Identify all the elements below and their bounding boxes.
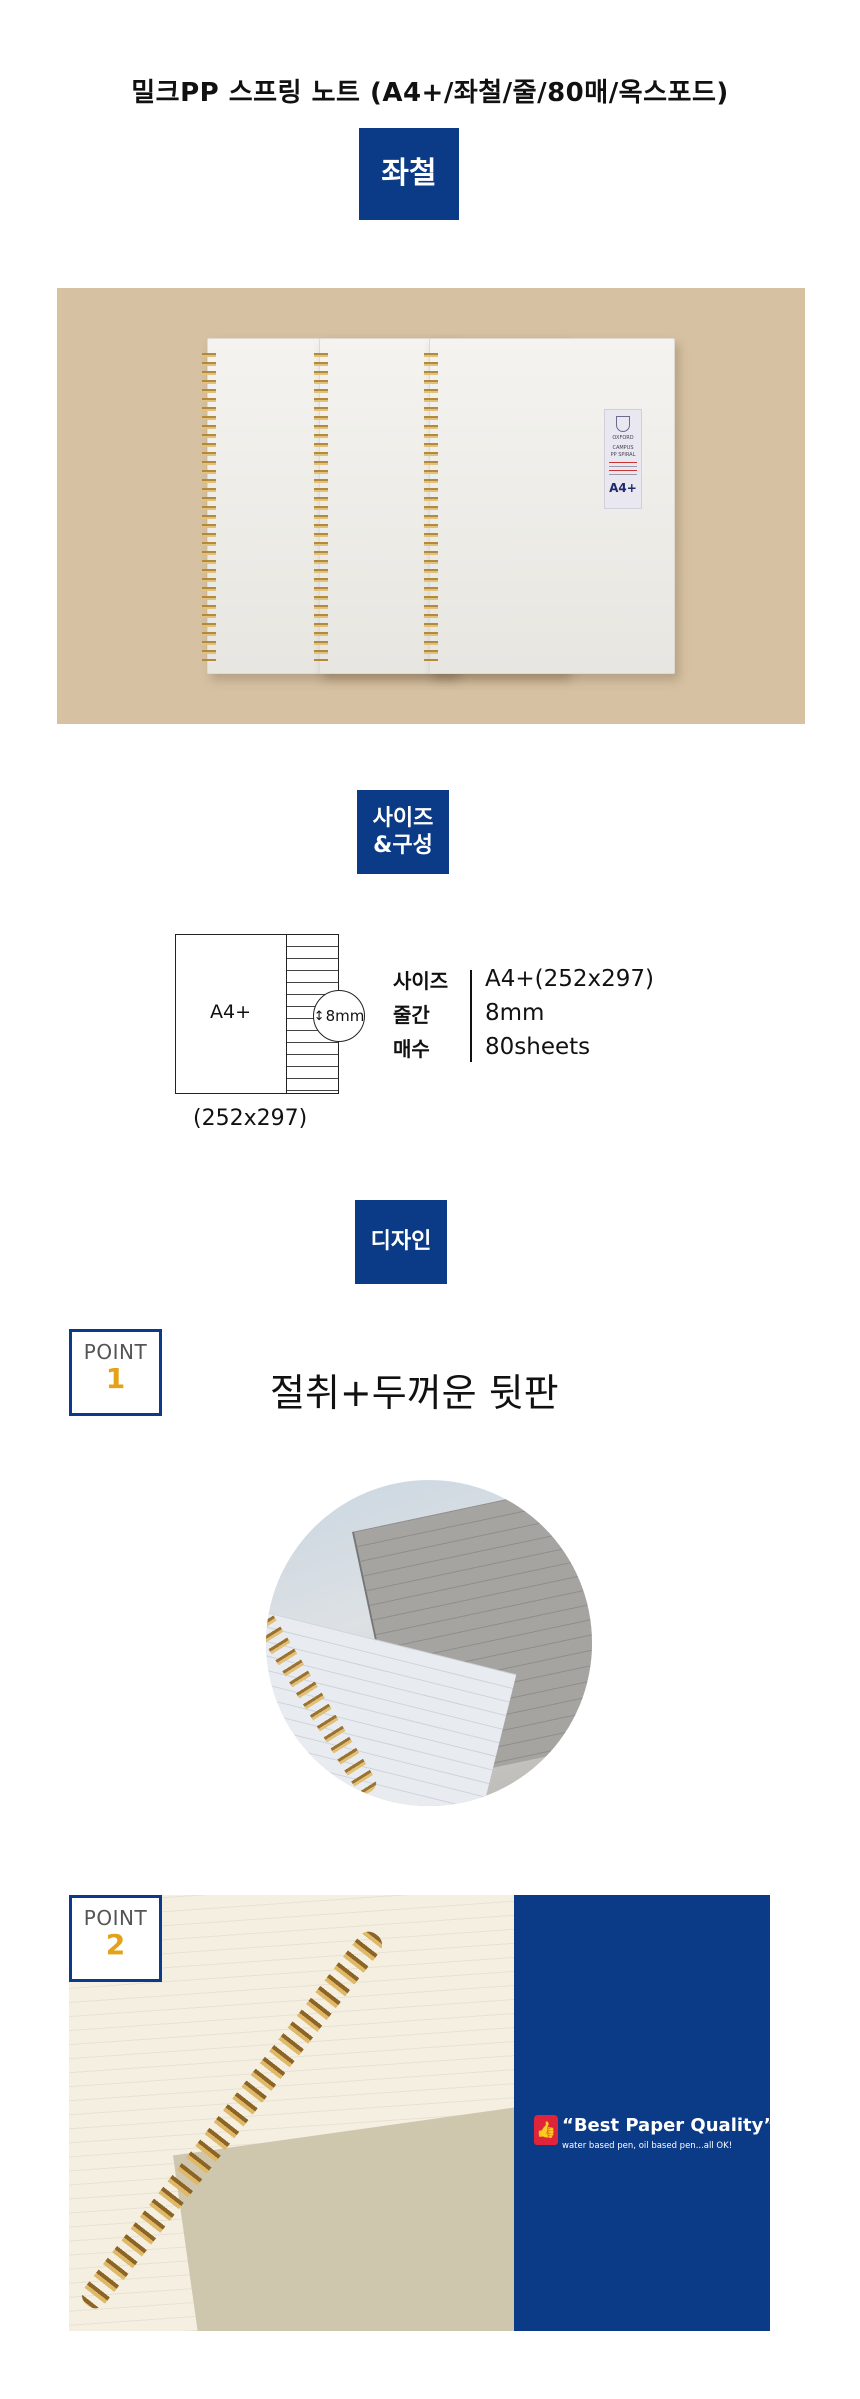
- size-badge-line1: 사이즈: [372, 805, 434, 831]
- sheet-dimensions: (252x297): [193, 1106, 308, 1131]
- spec-label-size: 사이즈: [393, 969, 449, 993]
- spec-value-size: A4+(252x297): [485, 966, 654, 992]
- ruling-callout: 8mm: [325, 1007, 365, 1025]
- point2-number: 2: [105, 1928, 126, 1961]
- notebook-cover-label: OXFORD CAMPUS PP SPIRAL A4+: [604, 409, 642, 509]
- crest-icon: [616, 416, 630, 432]
- ruling-arrow-icon: ↕: [313, 1008, 325, 1024]
- size-diagram: A4+ ↕ 8mm (252x297) 사이즈 줄간 매수 A4+(252x29…: [175, 934, 695, 1134]
- thumbs-up-icon: 👍: [534, 2115, 558, 2145]
- page-title: 밀크PP 스프링 노트 (A4+/좌철/줄/80매/옥스포드): [131, 78, 729, 108]
- sheet-label: A4+: [210, 1001, 252, 1023]
- paper-photo: 👍 “Best Paper Quality” water based pen, …: [69, 1895, 770, 2331]
- sheet-outline: A4+: [175, 934, 339, 1094]
- label-size: A4+: [609, 481, 637, 495]
- quality-title: “Best Paper Quality”: [562, 2115, 770, 2136]
- spec-divider: [470, 970, 472, 1062]
- point1-badge: POINT 1: [69, 1329, 162, 1416]
- label-brand: OXFORD: [612, 435, 634, 441]
- binding-badge-label: 좌철: [381, 156, 437, 192]
- point2-badge: POINT 2: [69, 1895, 162, 1982]
- binding-badge: 좌철: [359, 128, 459, 220]
- spec-labels: 사이즈 줄간 매수: [393, 964, 448, 1066]
- spec-values: A4+(252x297) 8mm 80sheets: [485, 962, 654, 1064]
- label-line1: CAMPUS: [612, 445, 634, 451]
- point1-heading: 절취+두꺼운 뒷판: [270, 1371, 559, 1415]
- label-rule: [609, 462, 637, 478]
- notebook-front: OXFORD CAMPUS PP SPIRAL A4+: [424, 338, 675, 674]
- quality-panel: 👍 “Best Paper Quality” water based pen, …: [514, 1895, 770, 2331]
- size-badge: 사이즈 &구성: [357, 790, 449, 874]
- size-badge-line2: &구성: [373, 833, 433, 858]
- spec-label-ruling: 줄간: [393, 1003, 430, 1027]
- spec-label-sheets: 매수: [393, 1037, 430, 1061]
- design-badge-label: 디자인: [370, 1229, 432, 1255]
- product-photo: OXFORD CAMPUS PP SPIRAL A4+: [57, 288, 805, 724]
- spec-value-ruling: 8mm: [485, 1000, 545, 1026]
- spec-value-sheets: 80sheets: [485, 1034, 591, 1060]
- point1-word: POINT: [83, 1340, 148, 1364]
- perforation-photo: [266, 1480, 592, 1806]
- design-badge: 디자인: [355, 1200, 447, 1284]
- point2-word: POINT: [83, 1906, 148, 1930]
- quality-subtitle: water based pen, oil based pen...all OK!: [562, 2141, 733, 2151]
- point1-number: 1: [105, 1362, 126, 1395]
- label-line2: PP SPIRAL: [610, 452, 636, 458]
- ruling-magnifier: ↕ 8mm: [313, 990, 365, 1042]
